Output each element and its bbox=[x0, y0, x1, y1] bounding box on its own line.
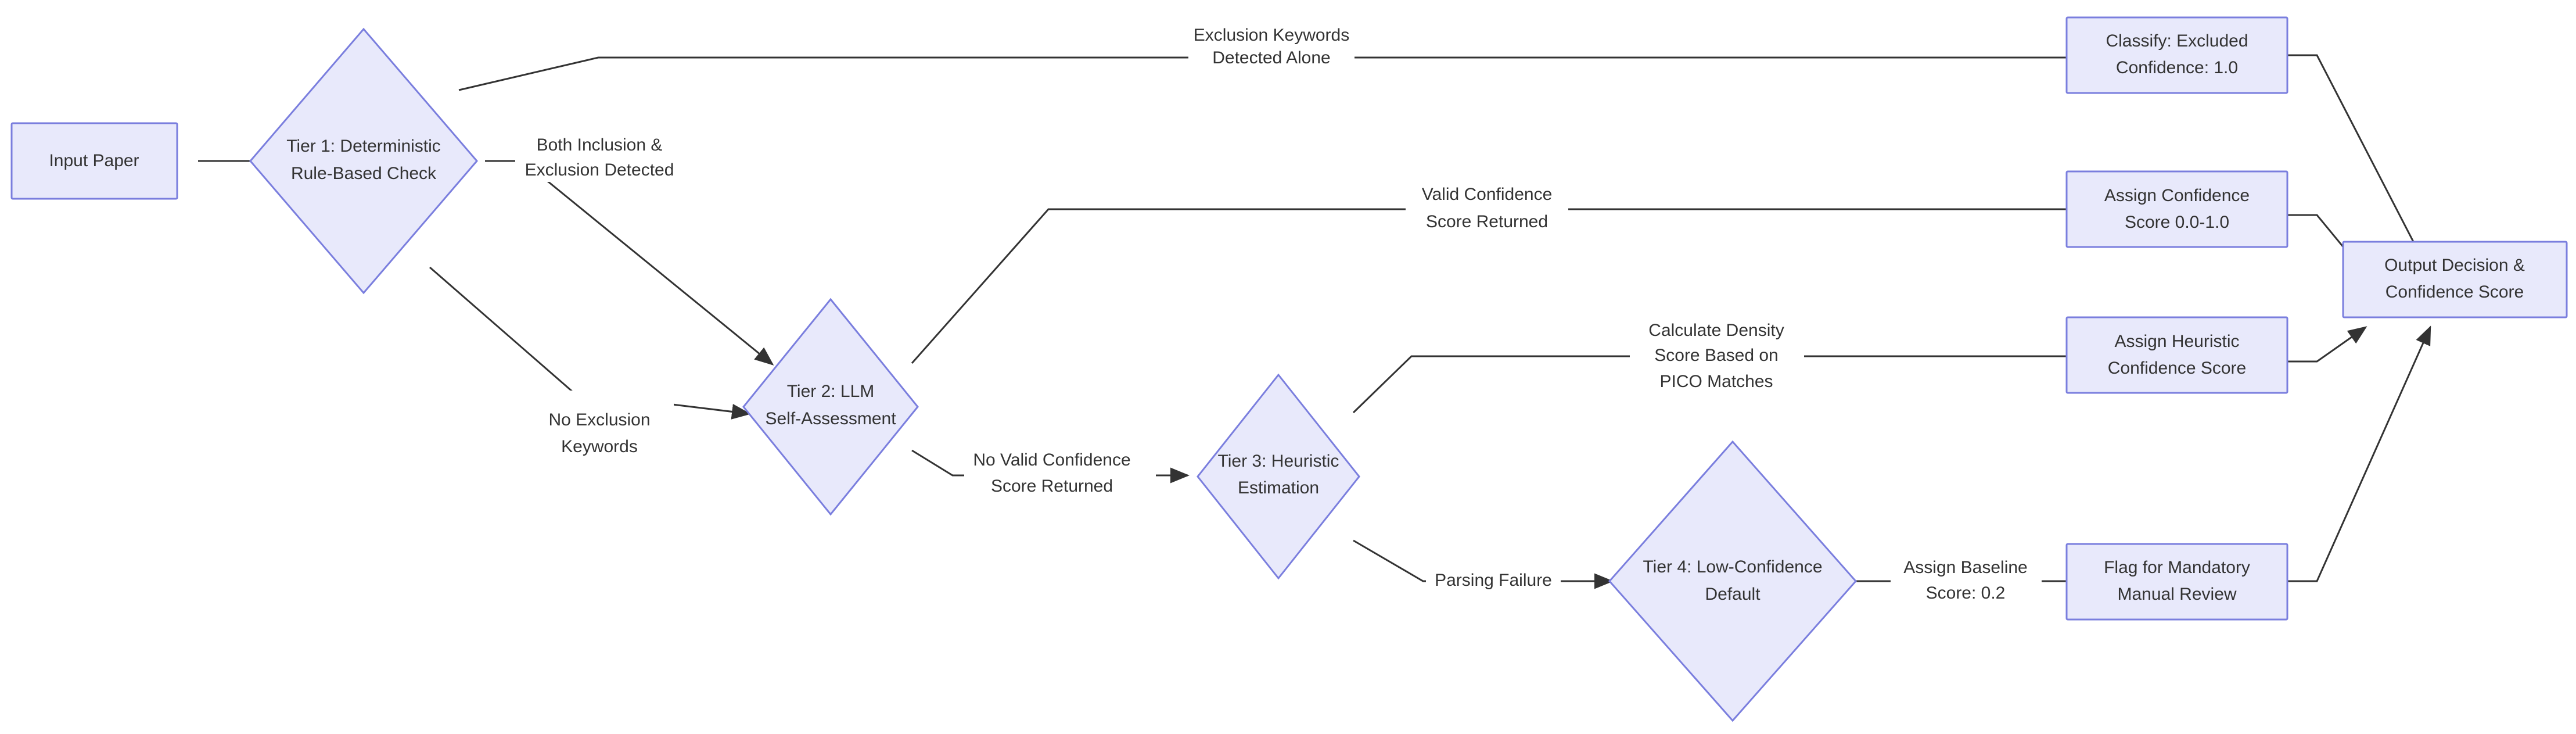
edge-label-e5-line2: Score Returned bbox=[1426, 212, 1548, 231]
node-classify-excluded-line2: Confidence: 1.0 bbox=[2116, 58, 2238, 77]
node-flag-for-mandatory-manual-review[interactable]: Flag for Mandatory Manual Review bbox=[2065, 543, 2288, 621]
edge-label-e8-line1: Parsing Failure bbox=[1435, 571, 1552, 590]
node-input-paper-label: Input Paper bbox=[49, 151, 139, 170]
edges-layer: Exclusion Keywords Detected Alone Both I… bbox=[198, 19, 2431, 607]
edge-label-e6-line2: Score Returned bbox=[991, 477, 1113, 496]
edge-tier2-to-assign-confidence: Valid Confidence Score Returned bbox=[911, 180, 2169, 364]
node-input-paper[interactable]: Input Paper bbox=[10, 122, 178, 200]
edge-label-e7-line2: Score Based on bbox=[1654, 346, 1778, 365]
node-flag-manual-line1: Flag for Mandatory bbox=[2104, 558, 2250, 577]
node-assign-heuristic-line2: Confidence Score bbox=[2108, 359, 2246, 378]
node-tier4-low-confidence-default[interactable]: Tier 4: Low-Confidence Default bbox=[1608, 440, 1858, 722]
edge-label-e7-line3: PICO Matches bbox=[1659, 372, 1773, 391]
node-output-decision-confidence-score[interactable]: Output Decision & Confidence Score bbox=[2342, 241, 2568, 318]
node-tier3-label-line1: Tier 3: Heuristic bbox=[1218, 452, 1339, 471]
edge-tier1-to-tier2-none: No Exclusion Keywords bbox=[429, 266, 751, 456]
node-assign-confidence-line1: Assign Confidence bbox=[2104, 186, 2250, 205]
node-tier2-label-line2: Self-Assessment bbox=[765, 409, 896, 428]
edge-tier3-to-assign-heuristic: Calculate Density Score Based on PICO Ma… bbox=[1352, 316, 2169, 414]
node-assign-heuristic-line1: Assign Heuristic bbox=[2114, 332, 2239, 351]
edge-flag-manual-to-output bbox=[2287, 325, 2431, 582]
edge-tier1-to-classify-excluded: Exclusion Keywords Detected Alone bbox=[458, 19, 2169, 91]
edge-tier3-to-tier4: Parsing Failure bbox=[1353, 539, 1614, 597]
edge-label-e2-line1: Exclusion Keywords bbox=[1194, 26, 1349, 45]
node-tier1-label-line2: Rule-Based Check bbox=[291, 164, 437, 183]
nodes-layer: Input Paper Tier 1: Deterministic Rule-B… bbox=[10, 16, 2568, 722]
node-classify-excluded-line1: Classify: Excluded bbox=[2106, 31, 2248, 51]
node-tier3-label-line2: Estimation bbox=[1238, 478, 1319, 497]
node-tier4-label-line1: Tier 4: Low-Confidence bbox=[1643, 557, 1822, 577]
edge-label-e3-line2: Exclusion Detected bbox=[525, 160, 674, 180]
node-tier1-deterministic-rule-based-check[interactable]: Tier 1: Deterministic Rule-Based Check bbox=[249, 27, 478, 295]
edge-classify-excluded-to-output bbox=[2287, 54, 2431, 276]
node-assign-heuristic-confidence-score[interactable]: Assign Heuristic Confidence Score bbox=[2065, 316, 2288, 394]
node-output-decision-line2: Confidence Score bbox=[2385, 282, 2524, 302]
edge-tier1-to-tier2-both: Both Inclusion & Exclusion Detected bbox=[485, 128, 774, 366]
edge-tier2-to-tier3: No Valid Confidence Score Returned bbox=[911, 446, 1190, 500]
edge-tier4-to-flag-manual: Assign Baseline Score: 0.2 bbox=[1853, 554, 2169, 607]
edge-label-e2-line2: Detected Alone bbox=[1212, 48, 1330, 67]
edge-label-e4-line2: Keywords bbox=[561, 437, 638, 456]
node-assign-confidence-score[interactable]: Assign Confidence Score 0.0-1.0 bbox=[2065, 170, 2288, 248]
node-assign-confidence-line2: Score 0.0-1.0 bbox=[2125, 213, 2229, 232]
node-output-decision-line1: Output Decision & bbox=[2384, 256, 2525, 275]
node-tier2-label-line1: Tier 2: LLM bbox=[787, 382, 875, 401]
edge-label-e9-line1: Assign Baseline bbox=[1903, 558, 2027, 577]
edge-label-e6-line1: No Valid Confidence bbox=[973, 450, 1130, 470]
node-flag-manual-line2: Manual Review bbox=[2117, 585, 2236, 604]
node-tier3-heuristic-estimation[interactable]: Tier 3: Heuristic Estimation bbox=[1197, 373, 1360, 580]
node-tier2-llm-self-assessment[interactable]: Tier 2: LLM Self-Assessment bbox=[742, 298, 919, 516]
edge-label-e3-line1: Both Inclusion & bbox=[537, 135, 663, 155]
edge-label-e5-line1: Valid Confidence bbox=[1422, 185, 1553, 204]
edge-assign-heuristic-to-output bbox=[2287, 326, 2367, 363]
node-classify-excluded[interactable]: Classify: Excluded Confidence: 1.0 bbox=[2065, 16, 2288, 94]
edge-label-e4-line1: No Exclusion bbox=[548, 410, 650, 429]
edge-label-e7-line1: Calculate Density bbox=[1648, 321, 1784, 340]
node-tier1-label-line1: Tier 1: Deterministic bbox=[286, 137, 441, 156]
node-tier4-label-line2: Default bbox=[1705, 585, 1761, 604]
edge-label-e9-line2: Score: 0.2 bbox=[1926, 583, 2006, 603]
